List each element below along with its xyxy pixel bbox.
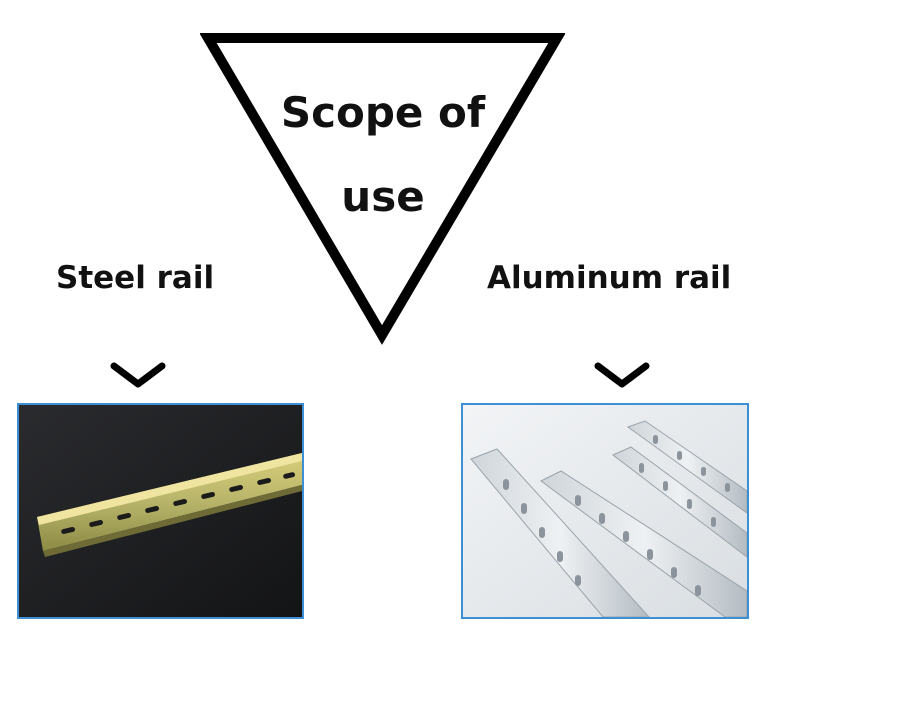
scope-title-line1: Scope of — [280, 88, 486, 137]
steel-rail-photo — [17, 403, 304, 619]
scope-title-line2: use — [341, 172, 425, 221]
aluminum-rail-photo — [461, 403, 749, 619]
inverted-triangle-shape — [200, 33, 565, 345]
steel-rail-label: Steel rail — [56, 260, 215, 296]
chevron-down-icon — [110, 362, 166, 388]
chevron-down-icon — [594, 362, 650, 388]
aluminum-rail-label: Aluminum rail — [487, 260, 732, 296]
